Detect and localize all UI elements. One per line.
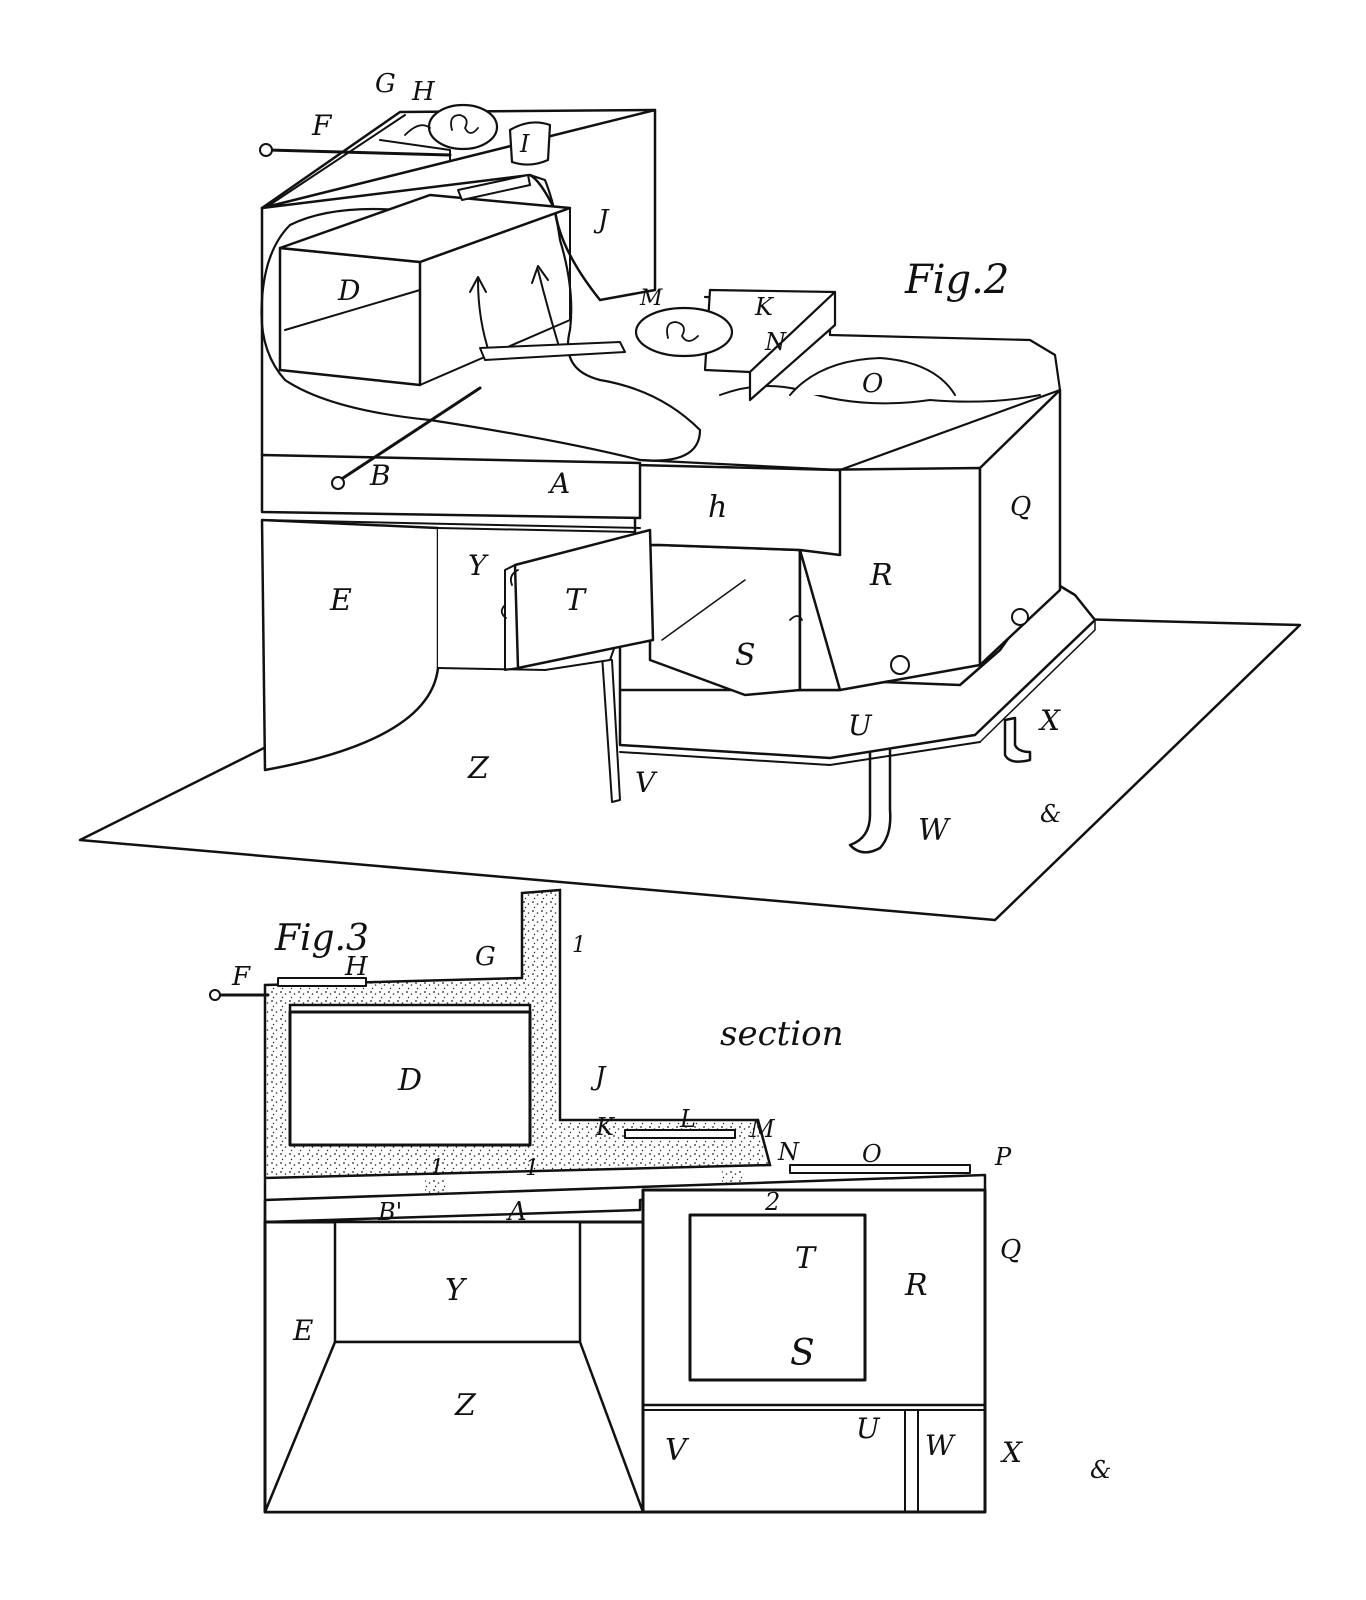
fig3-label-p: P	[994, 1143, 1012, 1171]
fig3-label-y: Y	[445, 1273, 468, 1308]
fig3-label-g: G	[475, 942, 496, 972]
fig3-section-view: Fig.3 section F H G 1 D J K L M N O P 1 …	[209, 888, 1111, 1514]
fig3-label-e: E	[292, 1314, 313, 1347]
fig3-door-t	[688, 1213, 867, 1382]
fig2-damper-top	[457, 174, 531, 201]
fig3-label-u: U	[856, 1412, 881, 1445]
fig2-strip-a	[260, 453, 642, 520]
fig2-label-f: F	[311, 109, 333, 142]
fig3-label-n: N	[777, 1138, 800, 1166]
fig2-label-j: J	[593, 205, 610, 235]
fig3-label-f: F	[231, 962, 251, 992]
fig2-leg-x	[1003, 716, 1032, 763]
fig3-plate-p	[789, 1164, 971, 1174]
fig2-label-u: U	[848, 709, 873, 742]
fig3-label-w: W	[925, 1429, 956, 1462]
fig3-label-s: S	[790, 1333, 815, 1374]
fig2-label-o: O	[862, 369, 883, 399]
fig2-box-d	[278, 246, 422, 387]
fig3-label-r: R	[904, 1268, 928, 1303]
fig2-label-s: S	[735, 638, 756, 673]
fig2-label-a: A	[547, 467, 570, 500]
fig2-title: Fig.2	[904, 257, 1009, 303]
fig2-label-r: R	[869, 558, 893, 593]
fig2-label-m: M	[639, 286, 663, 311]
fig3-title: Fig.3	[274, 918, 369, 959]
fig3-label-h: H	[344, 952, 369, 982]
fig2-knob-r	[890, 655, 910, 675]
fig2-label-n: N	[764, 328, 787, 356]
fig2-label-amp: &	[1040, 800, 1061, 828]
fig2-label-t: T	[565, 583, 587, 618]
fig3-label-t: T	[795, 1241, 817, 1276]
fig2-leg-w	[848, 740, 892, 854]
fig3-label-m: M	[749, 1115, 776, 1143]
fig3-label-o: O	[862, 1140, 882, 1168]
fig2-label-h: H	[411, 77, 436, 107]
fig2-knob-q	[1011, 608, 1029, 626]
fig2-side-q	[978, 388, 1062, 667]
fig2-label-y: Y	[468, 549, 489, 582]
fig2-pipe-i	[508, 121, 552, 166]
fig2-plate-o	[789, 357, 956, 396]
fig2-label-e: E	[329, 583, 352, 618]
fig2-label-i: I	[519, 130, 530, 158]
fig2-rod-b	[338, 386, 482, 482]
fig2-perspective-view: Fig.2 F G H I J D M K N O B A h Q R E Y …	[78, 69, 1302, 922]
fig3-label-1-top: 1	[572, 933, 586, 958]
fig2-cutaway-edge	[260, 173, 702, 462]
fig2-label-k: K	[754, 293, 775, 321]
fig3-label-1a: 1	[430, 1156, 444, 1181]
fig3-plate-l	[624, 1129, 736, 1139]
fig3-label-k: K	[595, 1113, 616, 1141]
fig2-label-g: G	[375, 69, 396, 99]
fig3-plate-h	[277, 977, 367, 987]
fig3-label-z: Z	[454, 1388, 477, 1423]
fig2-rod-f	[266, 148, 452, 157]
fig3-label-v: V	[665, 1433, 690, 1468]
fig3-subtitle: section	[720, 1014, 844, 1054]
fig3-label-b: B'	[377, 1198, 402, 1226]
fig2-lid-h	[427, 103, 499, 151]
fig3-label-amp: &	[1090, 1456, 1111, 1484]
fig3-label-2: 2	[764, 1188, 780, 1216]
fig3-label-j: J	[590, 1062, 607, 1092]
fig2-label-v: V	[635, 766, 658, 799]
fig3-label-d: D	[397, 1063, 422, 1098]
fig2-door-t	[513, 528, 655, 670]
fig2-label-h-lower: h	[708, 490, 727, 525]
fig3-label-a: A	[506, 1197, 527, 1227]
fig2-side-e	[260, 518, 440, 772]
fig2-label-d: D	[337, 274, 360, 307]
fig2-flow-arrow-1	[477, 279, 491, 356]
fig3-label-1b: 1	[525, 1156, 539, 1181]
fig2-label-w: W	[918, 813, 951, 848]
fig3-label-l: L	[679, 1105, 696, 1133]
fig3-label-x: X	[1000, 1436, 1023, 1469]
fig2-flow-arrow-2	[537, 269, 561, 351]
fig2-label-q: Q	[1010, 492, 1031, 522]
fig3-label-q: Q	[1000, 1235, 1021, 1265]
fig2-label-b: B	[369, 459, 391, 492]
fig2-label-z: Z	[467, 751, 490, 786]
fig2-damper-b	[479, 341, 626, 361]
fig2-label-x: X	[1038, 704, 1061, 737]
fig3-box-d	[288, 1010, 532, 1147]
